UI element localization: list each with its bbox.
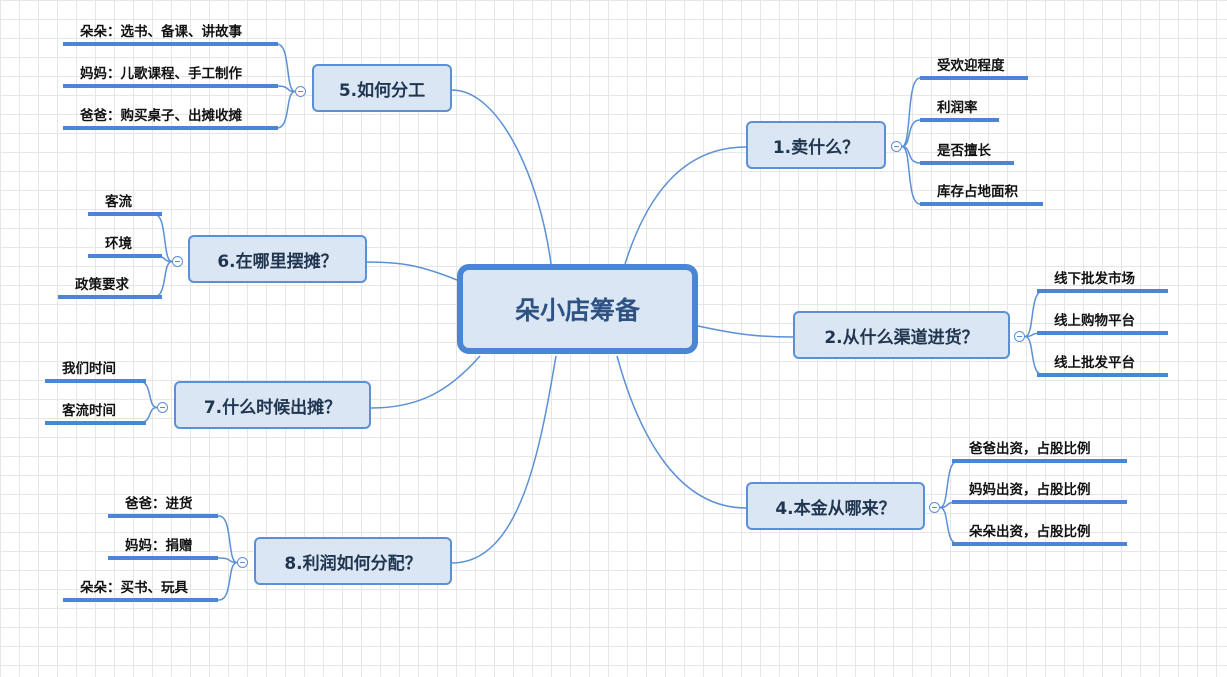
connector-7 [370,355,481,409]
collapse-icon[interactable] [1014,331,1025,342]
leaf[interactable]: 朵朵：选书、备课、讲故事 [63,25,278,46]
leaf[interactable]: 爸爸：购买桌子、出摊收摊 [63,109,278,130]
leaf[interactable]: 是否擅长 [920,144,1014,165]
connector-4 [616,355,747,509]
branch-location[interactable]: 6.在哪里摆摊？ [188,235,367,283]
collapse-icon[interactable] [157,402,168,413]
leaf[interactable]: 客流 [88,195,162,216]
leaf[interactable]: 客流时间 [45,404,146,425]
leaf-connector [276,43,296,93]
branch-sell-what[interactable]: 1.卖什么？ [746,121,886,169]
leaf-connector [218,515,238,564]
connector-5 [451,89,552,265]
leaf[interactable]: 线上购物平台 [1037,314,1168,335]
branch-profit[interactable]: 8.利润如何分配？ [254,537,452,585]
collapse-icon[interactable] [237,557,248,568]
leaf-connector [276,90,296,129]
leaf[interactable]: 环境 [88,237,162,258]
collapse-icon[interactable] [891,141,902,152]
leaf-connector [901,145,921,205]
collapse-icon[interactable] [295,86,306,97]
collapse-icon[interactable] [172,256,183,267]
connector-2 [697,325,794,338]
leaf-connector [218,561,238,601]
branch-time[interactable]: 7.什么时候出摊？ [174,381,371,429]
leaf[interactable]: 朵朵出资，占股比例 [952,525,1127,546]
leaf[interactable]: 库存占地面积 [920,185,1043,206]
branch-channel[interactable]: 2.从什么渠道进货？ [793,311,1010,359]
leaf[interactable]: 朵朵：买书、玩具 [63,581,218,602]
leaf[interactable]: 爸爸：进货 [108,497,218,518]
leaf-connector [138,380,158,409]
leaf[interactable]: 我们时间 [45,362,146,383]
leaf-connector [901,77,921,148]
leaf[interactable]: 政策要求 [58,278,162,299]
leaf-connector [901,119,921,148]
branch-capital[interactable]: 4.本金从哪来？ [746,482,925,530]
connector-8 [451,355,557,564]
leaf[interactable]: 线下批发市场 [1037,272,1168,293]
leaf[interactable]: 妈妈：捐赠 [108,539,218,560]
connector-6 [366,261,458,281]
leaf[interactable]: 妈妈：儿歌课程、手工制作 [63,67,278,88]
leaf[interactable]: 利润率 [920,101,999,122]
leaf[interactable]: 妈妈出资，占股比例 [952,483,1127,504]
leaf[interactable]: 受欢迎程度 [920,59,1028,80]
root-topic[interactable]: 朵小店筹备 [457,264,698,354]
leaf[interactable]: 爸爸出资，占股比例 [952,442,1127,463]
branch-division[interactable]: 5.如何分工 [312,64,452,112]
leaf[interactable]: 线上批发平台 [1037,356,1168,377]
connector-1 [624,146,747,265]
collapse-icon[interactable] [929,502,940,513]
leaf-connector [218,557,238,564]
